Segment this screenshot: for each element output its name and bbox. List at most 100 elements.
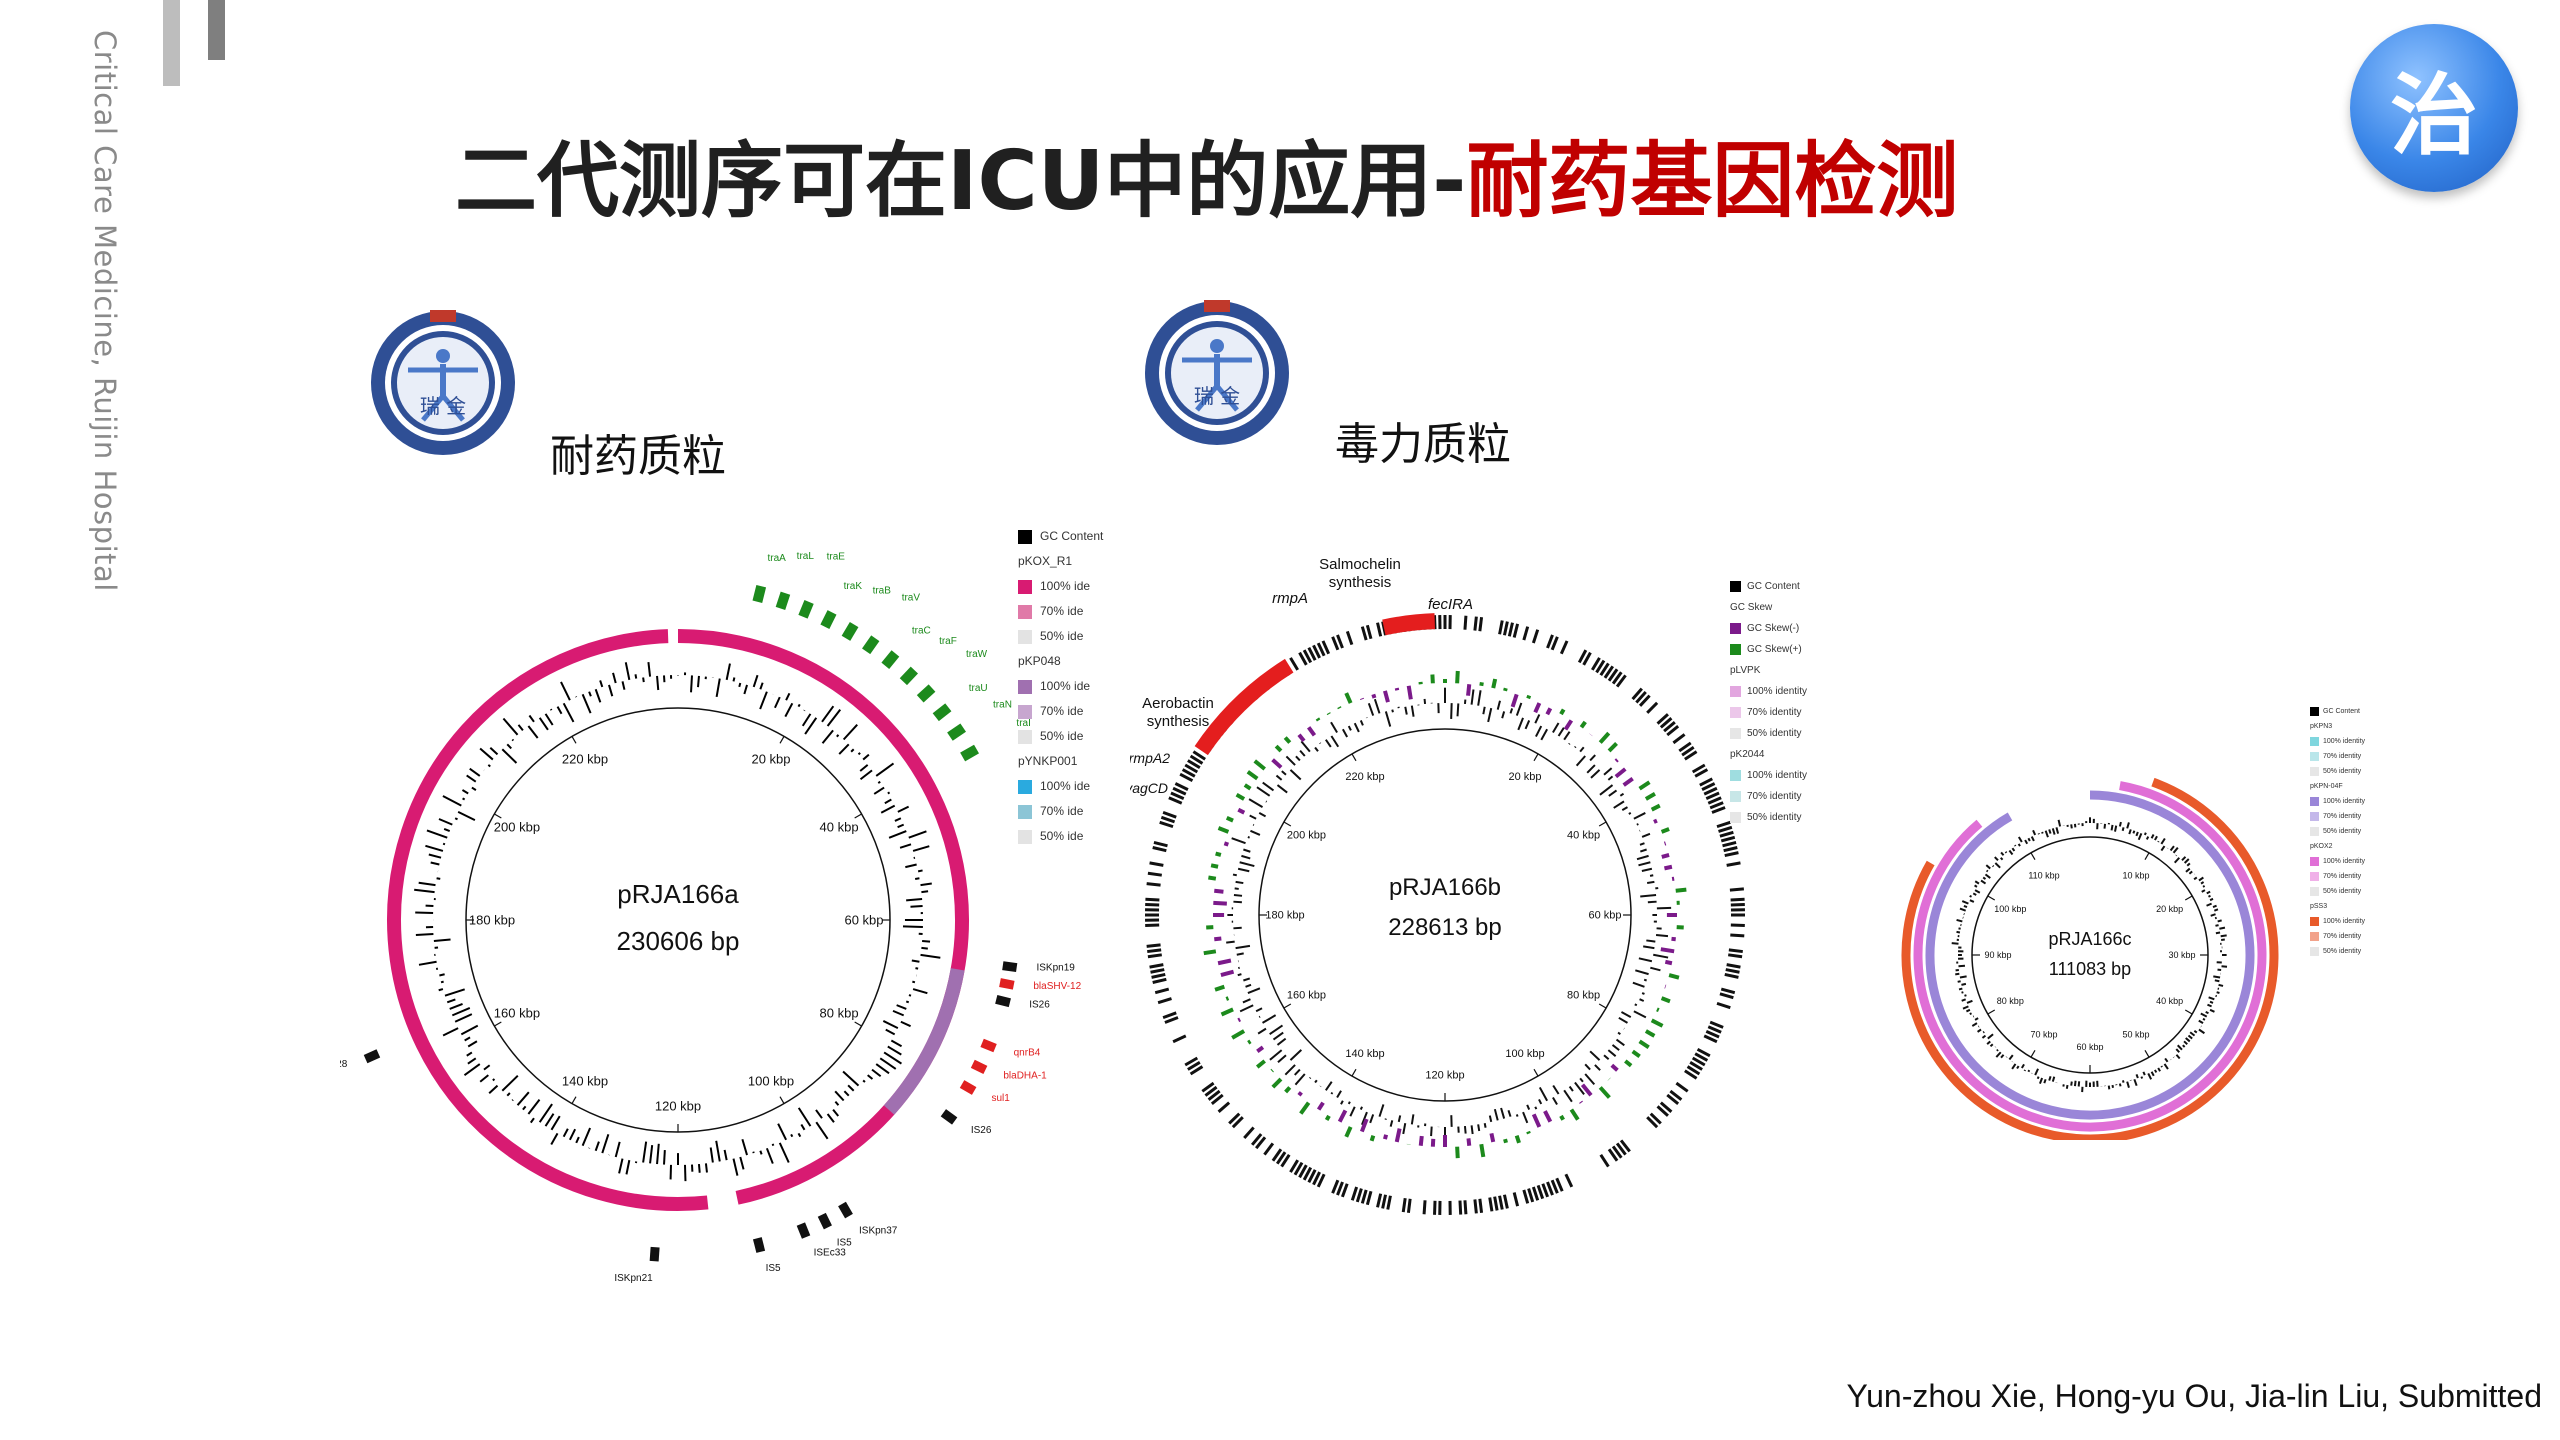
pa-gc-bar <box>888 830 907 839</box>
pa-gc-bar <box>741 1138 748 1156</box>
pc-gc-bar <box>1961 982 1967 986</box>
pa-gc-bar <box>843 1090 850 1097</box>
pb-cds-mark <box>1331 1179 1340 1194</box>
pc-gc-bar <box>1974 884 1978 888</box>
pb-gc-bar <box>1633 812 1646 820</box>
pb-gc-bar <box>1611 1044 1620 1051</box>
pc-gc-bar <box>1994 856 1999 862</box>
pb-gc-bar <box>1232 873 1237 877</box>
pb-cds-mark <box>1152 977 1167 984</box>
pb-skew-bar <box>1406 685 1413 700</box>
pb-cds-mark <box>1502 621 1509 636</box>
pa-gc-bar <box>801 713 812 727</box>
pa-gc-bar <box>663 1149 666 1165</box>
pb-gc-bar <box>1641 867 1653 872</box>
pa-gc-bar <box>487 764 491 768</box>
pa-gc-bar <box>562 1128 569 1138</box>
pc-gc-bar <box>1985 864 1991 870</box>
pc-gc-bar <box>2198 876 2204 882</box>
pa-tra-label: traN <box>993 700 1012 711</box>
pb-gc-bar <box>1643 978 1647 982</box>
pc-gc-bar <box>2169 845 2175 852</box>
pc-legend-row: 100% identity <box>2310 734 2365 749</box>
pa-legend-swatch <box>1018 704 1032 719</box>
pb-gc-bar <box>1608 789 1618 797</box>
pb-cds-mark <box>1174 782 1189 791</box>
pa-gc-bar <box>859 769 873 781</box>
pb-skew-bar <box>1256 1045 1265 1053</box>
plasmid-a-size: 230606 bp <box>617 926 740 956</box>
pc-gc-bar <box>2154 1069 2158 1073</box>
pb-skew-bar <box>1489 1132 1496 1143</box>
pc-label: 90 kbp <box>1984 950 2011 960</box>
pa-gc-bar <box>921 890 929 894</box>
pa-gc-bar <box>501 748 518 764</box>
pb-skew-bar <box>1383 690 1390 703</box>
pb-label: 100 kbp <box>1505 1048 1544 1060</box>
pb-gc-bar <box>1517 717 1524 731</box>
title-main: 二代测序可在ICU中的应用- <box>455 133 1467 229</box>
pb-cds-mark <box>1709 1020 1724 1029</box>
pa-gc-bar <box>759 1150 763 1155</box>
pc-gc-bar <box>2164 1057 2169 1063</box>
pb-skew-bar <box>1418 1135 1424 1146</box>
pb-cds-mark <box>1705 791 1720 801</box>
pb-cds-mark <box>1726 963 1741 969</box>
pb-legend-label: GC Content <box>1747 581 1800 592</box>
pc-legend-swatch <box>2310 856 2319 866</box>
pb-skew-bar <box>1631 1049 1641 1059</box>
pb-cds-mark <box>1336 634 1344 649</box>
pc-gc-bar <box>2051 828 2056 835</box>
pc-gc-bar <box>2212 904 2217 909</box>
pa-gc-bar <box>527 725 539 739</box>
pa-gc-bar <box>887 1045 902 1056</box>
pb-cds-mark <box>1666 1093 1680 1105</box>
pb-gc-bar <box>1242 998 1251 1004</box>
pc-gc-bar <box>2213 908 2219 912</box>
pc-gc-bar <box>2034 1068 2039 1076</box>
pa-gc-bar <box>739 1156 745 1170</box>
pb-gc-bar <box>1289 769 1302 781</box>
pb-legend-row: GC Skew(+) <box>1730 639 1807 660</box>
pb-gc-bar <box>1636 854 1649 861</box>
pa-gc-bar <box>442 1027 459 1037</box>
pc-gc-bar <box>2142 1071 2146 1076</box>
pc-gc-bar <box>1955 972 1960 976</box>
pb-skew-bar <box>1337 706 1342 710</box>
pa-gc-bar <box>624 662 631 681</box>
pc-gc-bar <box>1996 1048 1999 1052</box>
pb-gc-bar <box>1501 711 1506 719</box>
pa-label: 180 kbp <box>469 912 515 927</box>
pb-annotation-vagCD: vagCD <box>1130 780 1168 796</box>
pb-gc-bar <box>1247 836 1250 839</box>
pb-gc-bar <box>1336 1090 1342 1098</box>
pc-tick <box>2030 852 2036 861</box>
pa-gc-bar <box>921 946 928 950</box>
pc-gc-bar <box>1961 998 1967 1002</box>
pb-cds-mark <box>1522 626 1530 641</box>
pc-legend-row: 50% identity <box>2310 944 2365 959</box>
pb-skew-bar <box>1569 1108 1580 1121</box>
pa-legend-row: pKP048 <box>1018 649 1103 674</box>
pb-skew-bar <box>1598 1086 1611 1099</box>
pa-gc-bar <box>842 724 858 741</box>
pc-legend-label: 70% identity <box>2323 753 2362 760</box>
pa-marker-label: IS5 <box>766 1263 781 1274</box>
pb-skew-bar <box>1650 803 1661 812</box>
pa-gc-bar <box>709 1147 714 1163</box>
pa-marker-block <box>363 1049 381 1064</box>
pc-gc-bar <box>2207 1003 2212 1008</box>
pb-cds-mark <box>1502 1194 1509 1209</box>
pc-gc-bar <box>2036 1076 2040 1080</box>
pc-gc-bar <box>2132 830 2136 834</box>
pc-label: 60 kbp <box>2076 1042 2103 1052</box>
pc-gc-bar <box>1965 1008 1971 1013</box>
pa-legend-row: 70% ide <box>1018 599 1103 624</box>
pb-gc-bar <box>1646 880 1655 884</box>
pc-gc-bar <box>2193 1030 2198 1034</box>
pc-legend-swatch <box>2310 736 2319 746</box>
pb-gc-bar <box>1607 775 1614 781</box>
pb-gc-bar <box>1325 739 1332 748</box>
pa-gc-bar <box>522 1105 527 1111</box>
pc-label: 40 kbp <box>2156 996 2183 1006</box>
